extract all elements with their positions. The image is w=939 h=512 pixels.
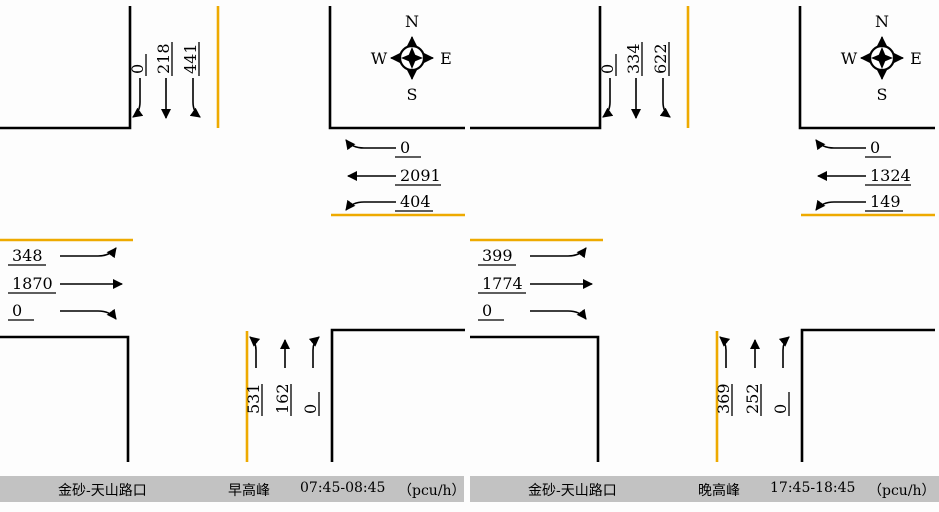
road-edge-northeast [798, 6, 935, 130]
north-left-turn-arrow [189, 78, 201, 118]
south-right-turn-arrow [778, 336, 790, 368]
compass-label-west: W [841, 49, 858, 68]
north-through-volume: 218 [154, 43, 173, 74]
east-left-turn-volume: 149 [870, 192, 901, 211]
compass-rose: N S W E [841, 12, 922, 104]
road-edge-southwest [470, 335, 600, 462]
south-right-turn-volume: 0 [301, 404, 320, 414]
compass-label-north: N [405, 12, 419, 31]
road-edge-southeast [800, 328, 935, 462]
east-left-turn-arrow [345, 199, 396, 211]
north-through-volume: 334 [624, 43, 643, 74]
east-left-turn-volume: 404 [400, 192, 431, 211]
north-left-turn-arrow [659, 78, 671, 118]
compass-label-south: S [877, 85, 888, 104]
road-edge-southeast [330, 328, 465, 462]
summary-bar: 金砂-天山路口 晚高峰 17:45-18:45 （pcu/h） [470, 476, 939, 502]
south-right-turn-arrow [308, 336, 320, 368]
west-left-turn-volume: 399 [482, 246, 513, 265]
west-right-turn-volume: 0 [12, 301, 22, 320]
time-range-label: 07:45-08:45 [300, 480, 386, 496]
east-right-turn-volume: 0 [400, 138, 410, 157]
road-edge-northwest [0, 6, 132, 130]
unit-label: （pcu/h） [398, 483, 466, 499]
west-through-volume: 1774 [482, 274, 523, 293]
intersection-diagram: 0 218 441 0 2091 404 348 1870 0 531 162 … [0, 6, 465, 462]
south-left-turn-arrow [249, 336, 261, 368]
west-right-turn-arrow [530, 308, 587, 320]
compass-label-west: W [371, 49, 388, 68]
compass-star-icon [401, 47, 423, 69]
south-left-turn-volume: 531 [244, 383, 263, 414]
north-left-turn-volume: 622 [651, 43, 670, 74]
east-right-turn-arrow [345, 139, 396, 151]
west-left-turn-volume: 348 [12, 246, 43, 265]
west-through-volume: 1870 [12, 274, 53, 293]
east-left-turn-arrow [815, 199, 866, 211]
north-right-turn-volume: 0 [128, 64, 147, 74]
west-right-turn-volume: 0 [482, 301, 492, 320]
east-right-turn-volume: 0 [870, 138, 880, 157]
road-edge-southwest [0, 335, 130, 462]
intersection-name: 金砂-天山路口 [58, 483, 147, 499]
evening-peak-intersection-diagram: 0 334 622 0 1324 149 399 1774 0 369 252 … [470, 0, 939, 512]
east-through-volume: 2091 [400, 166, 441, 185]
compass-label-south: S [407, 85, 418, 104]
north-right-turn-arrow [602, 78, 614, 118]
road-edge-northwest [470, 6, 602, 130]
north-right-turn-arrow [132, 78, 144, 118]
south-right-turn-volume: 0 [771, 404, 790, 414]
compass-label-east: E [440, 49, 452, 68]
peak-period-label: 晚高峰 [698, 483, 740, 499]
intersection-name: 金砂-天山路口 [528, 483, 617, 499]
unit-label: （pcu/h） [868, 483, 936, 499]
north-left-turn-volume: 441 [181, 43, 200, 74]
north-right-turn-volume: 0 [598, 64, 617, 74]
compass-rose: N S W E [371, 12, 452, 104]
south-through-volume: 162 [273, 383, 292, 414]
intersection-diagram: 0 334 622 0 1324 149 399 1774 0 369 252 … [470, 6, 935, 462]
west-left-turn-arrow [530, 247, 587, 259]
west-right-turn-arrow [60, 308, 117, 320]
west-left-turn-arrow [60, 247, 117, 259]
south-left-turn-arrow [719, 336, 731, 368]
compass-star-icon [871, 47, 893, 69]
east-through-volume: 1324 [870, 166, 911, 185]
time-range-label: 17:45-18:45 [770, 480, 856, 496]
compass-label-north: N [875, 12, 889, 31]
peak-period-label: 早高峰 [228, 483, 270, 499]
south-through-volume: 252 [743, 383, 762, 414]
south-left-turn-volume: 369 [714, 383, 733, 414]
morning-peak-intersection-diagram: 0 218 441 0 2091 404 348 1870 0 531 162 … [0, 0, 466, 512]
compass-label-east: E [910, 49, 922, 68]
summary-bar: 金砂-天山路口 早高峰 07:45-08:45 （pcu/h） [0, 476, 466, 502]
east-right-turn-arrow [815, 139, 866, 151]
road-edge-northeast [328, 6, 465, 130]
